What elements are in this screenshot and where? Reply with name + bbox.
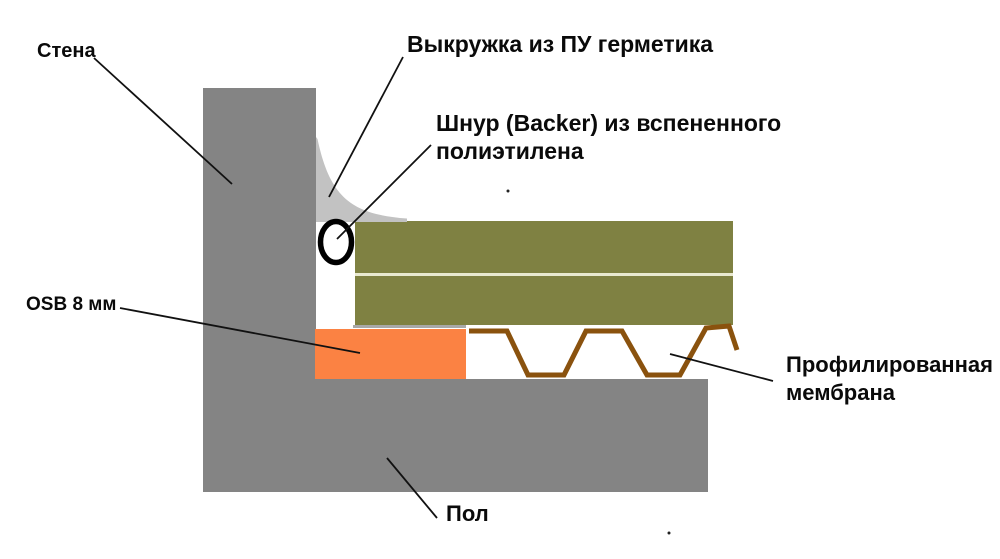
wall-leader-line [93,57,233,185]
membrane-label-line1: Профилированная [786,352,993,377]
floor-shape [203,379,708,492]
backer-label-line1: Шнур (Backer) из вспененного [436,110,782,136]
backer-label-line2: полиэтилена [436,138,584,164]
stray-dot-bottom [667,531,671,535]
pu-sealant-fillet-shape [316,137,407,222]
floor-leader-line [386,457,438,519]
membrane-label-line2: мембрана [786,380,895,405]
membrane-label: Профилированная мембрана [786,351,993,407]
board-seam-line [355,273,733,276]
osb-board-shape [315,329,466,379]
fillet-label: Выкружка из ПУ герметика [407,31,714,57]
membrane-leader-line [669,353,774,382]
upper-board-shape [355,221,733,273]
backer-leader-line [336,144,432,240]
profiled-membrane-shape [469,323,740,378]
floor-label: Пол [446,501,489,526]
backer-rod-ring [317,218,355,266]
stray-dot-top [506,189,510,193]
board-bottom-shadow [353,325,466,328]
lower-board-shape [355,276,733,325]
wall-label: Стена [37,40,96,62]
backer-label: Шнур (Backer) из вспененного полиэтилена [436,109,781,165]
osb-label: OSB 8 мм [26,294,117,315]
osb-leader-line [119,307,361,354]
fillet-leader-line [328,56,404,198]
